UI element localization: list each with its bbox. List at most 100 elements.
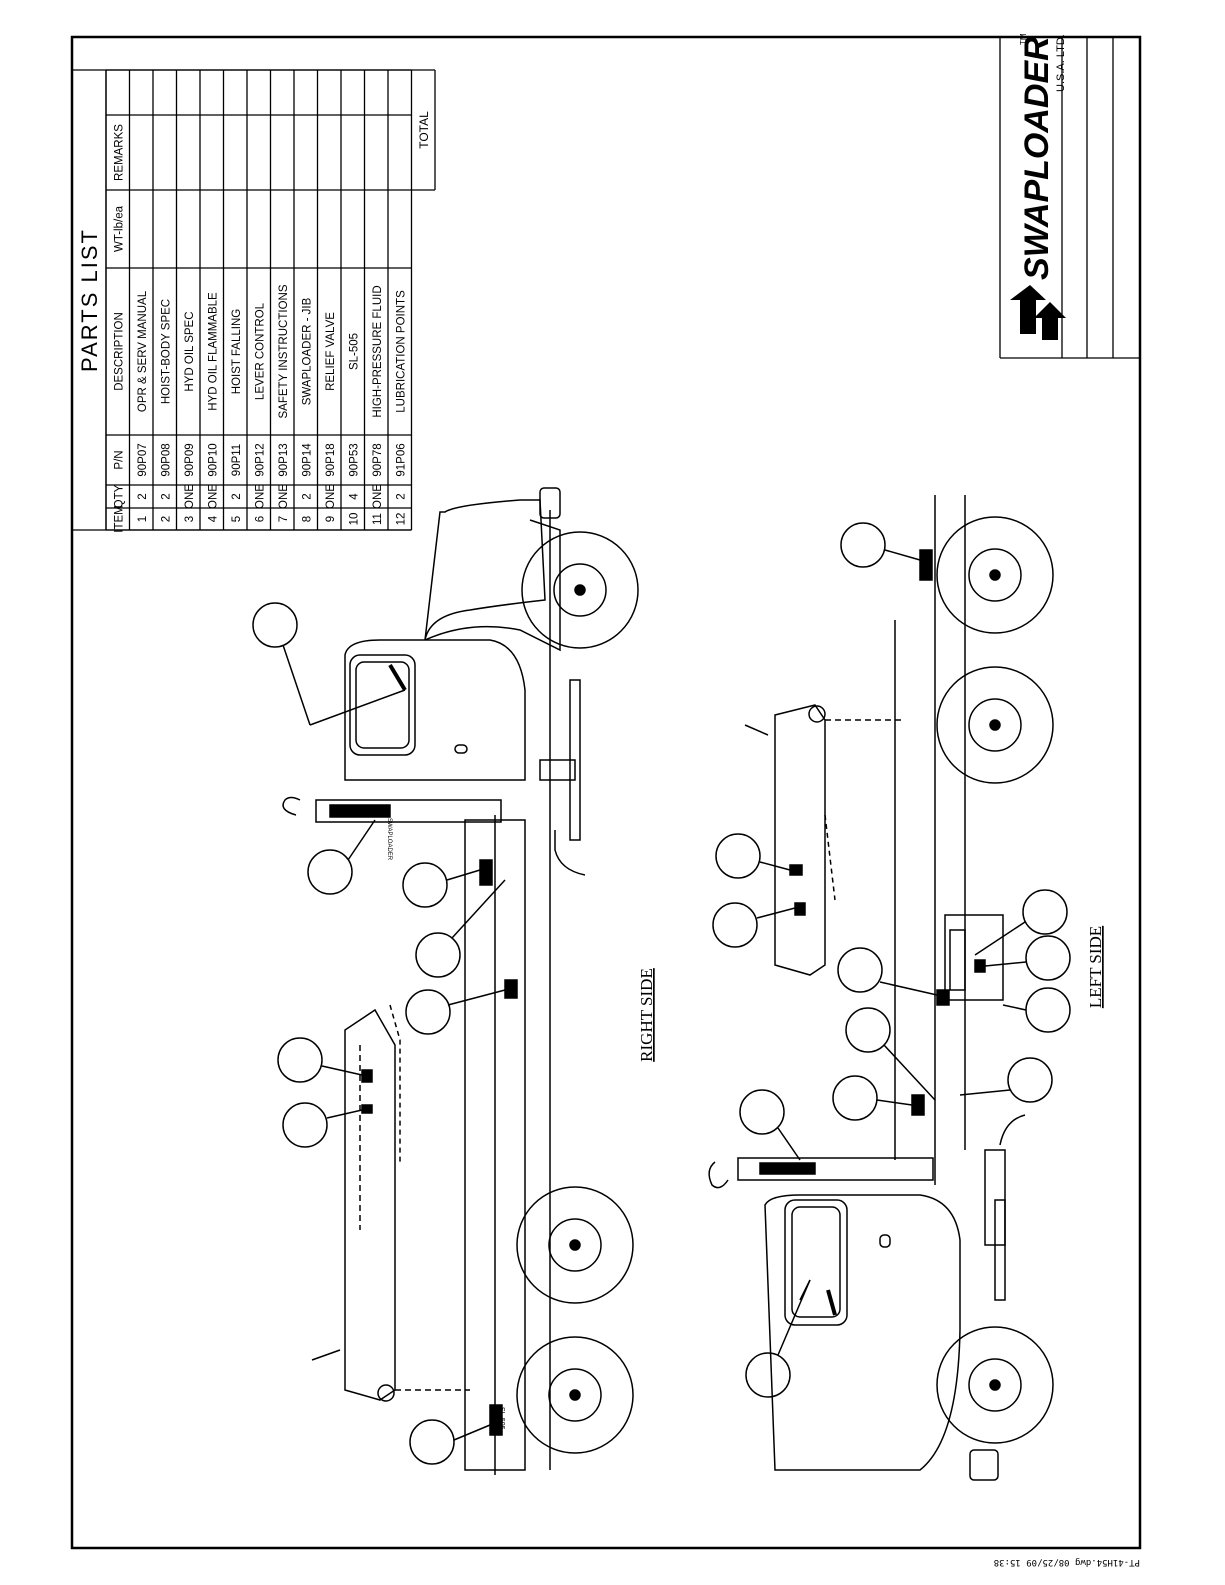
- parts-row: 1 2 90P07 OPR & SERV MANUAL: [137, 290, 149, 522]
- parts-header-2: P/N: [114, 450, 126, 469]
- parts-desc: HYD OIL FLAMMABLE: [208, 292, 220, 411]
- right-rear-wheel-2: [516, 1336, 634, 1454]
- parts-desc: HYD OIL SPEC: [184, 311, 196, 391]
- callout-balloon: [840, 522, 886, 568]
- parts-pn: 90P08: [161, 443, 173, 476]
- parts-pn: 90P14: [302, 443, 314, 477]
- left-front-wheel: [936, 1326, 1054, 1444]
- left-rear-wheel-1: [936, 516, 1054, 634]
- parts-row: 11 ONE 90P78 HIGH-PRESSURE FLUID: [372, 285, 384, 525]
- parts-qty: ONE: [184, 484, 196, 509]
- callout-balloon: [277, 1037, 323, 1083]
- logo-sub-text: U.S.A. LTD.: [1055, 34, 1067, 92]
- parts-item: 11: [372, 513, 384, 525]
- parts-pn: 90P07: [137, 443, 149, 476]
- parts-header-3: DESCRIPTION: [114, 312, 126, 391]
- parts-pn: 90P09: [184, 443, 196, 476]
- callout-balloon: [745, 1352, 791, 1398]
- parts-item: 1: [137, 516, 149, 522]
- parts-item: 4: [208, 515, 220, 522]
- callout-balloon: [1007, 1057, 1053, 1103]
- parts-pn: 90P12: [255, 443, 267, 476]
- parts-desc: HOIST FALLING: [231, 309, 243, 394]
- parts-pn: 90P53: [349, 443, 361, 476]
- parts-qty: ONE: [208, 484, 220, 509]
- callout-balloon: [282, 1102, 328, 1148]
- parts-desc: LUBRICATION POINTS: [396, 290, 408, 413]
- parts-qty: ONE: [372, 484, 384, 509]
- jib-decal-text: SWAPLOADER: [386, 818, 392, 861]
- parts-item: 12: [396, 513, 408, 526]
- callout-balloon: [1022, 889, 1068, 935]
- parts-desc: SAFETY INSTRUCTIONS: [278, 284, 290, 418]
- parts-pn: 90P78: [372, 443, 384, 476]
- parts-desc: HOIST-BODY SPEC: [161, 299, 173, 404]
- left-side-view: [708, 495, 1071, 1481]
- parts-total-label: TOTAL: [417, 111, 431, 149]
- callout-balloon: [415, 932, 461, 978]
- logo-trademark: TM: [1019, 33, 1028, 45]
- callout-balloon: [832, 1075, 878, 1121]
- parts-qty: 2: [396, 493, 408, 499]
- callout-balloon: [402, 862, 448, 908]
- callout-balloon: [307, 849, 353, 895]
- parts-row: 3 ONE 90P09 HYD OIL SPEC: [184, 311, 196, 522]
- callout-balloon: [712, 902, 758, 948]
- parts-header-5: REMARKS: [114, 124, 126, 181]
- parts-item: 9: [325, 516, 337, 522]
- right-side-label: RIGHT SIDE: [637, 968, 656, 1062]
- parts-qty: 2: [302, 493, 314, 499]
- parts-qty: ONE: [255, 484, 267, 509]
- parts-row: 5 2 90P11 HOIST FALLING: [231, 309, 243, 522]
- callout-balloon: [252, 602, 298, 648]
- left-side-label: LEFT SIDE: [1086, 926, 1105, 1008]
- parts-item: 10: [349, 513, 361, 526]
- parts-row: 4 ONE 90P10 HYD OIL FLAMMABLE: [208, 292, 220, 522]
- left-rear-wheel-2: [936, 666, 1054, 784]
- parts-qty: 4: [349, 493, 361, 500]
- parts-item: 3: [184, 516, 196, 522]
- callout-balloon: [739, 1089, 785, 1135]
- parts-desc: RELIEF VALVE: [325, 312, 337, 391]
- parts-item: 7: [278, 516, 290, 522]
- callout-balloon: [715, 833, 761, 879]
- callout-balloon: [845, 1007, 891, 1053]
- sheet-border: [70, 35, 1142, 1550]
- parts-item: 5: [231, 516, 243, 522]
- callout-balloon: [837, 947, 883, 993]
- parts-header-0: ITEM: [114, 505, 126, 532]
- parts-pn: 90P18: [325, 443, 337, 476]
- parts-pn: 90P10: [208, 443, 220, 476]
- parts-pn: 90P11: [231, 444, 243, 476]
- parts-qty: 2: [231, 493, 243, 499]
- parts-qty: 2: [137, 493, 149, 499]
- parts-item: 2: [161, 516, 173, 522]
- model-decal-text: SL-505: [498, 1407, 505, 1430]
- callout-balloon: [1025, 935, 1071, 981]
- parts-header-1: QTY: [114, 484, 126, 508]
- logo-brand-text: SWAPLOADER: [1018, 36, 1056, 280]
- parts-header-4: WT-lb/ea: [114, 205, 126, 252]
- right-front-wheel: [521, 531, 639, 649]
- swaploader-logo: SWAPLOADER TM U.S.A. LTD.: [1010, 33, 1067, 340]
- callout-balloon: [405, 989, 451, 1035]
- parts-desc: OPR & SERV MANUAL: [137, 290, 149, 412]
- right-rear-wheel-1: [516, 1186, 634, 1304]
- title-block: [999, 37, 1140, 359]
- parts-item: 6: [255, 516, 267, 522]
- parts-desc: SWAPLOADER - JIB: [302, 297, 314, 405]
- callout-balloon: [409, 1419, 455, 1465]
- parts-pn: 90P13: [278, 443, 290, 476]
- swap-arrows-icon: [1034, 302, 1066, 340]
- parts-list-title: PARTS LIST: [77, 228, 102, 372]
- parts-desc: HIGH-PRESSURE FLUID: [372, 285, 384, 417]
